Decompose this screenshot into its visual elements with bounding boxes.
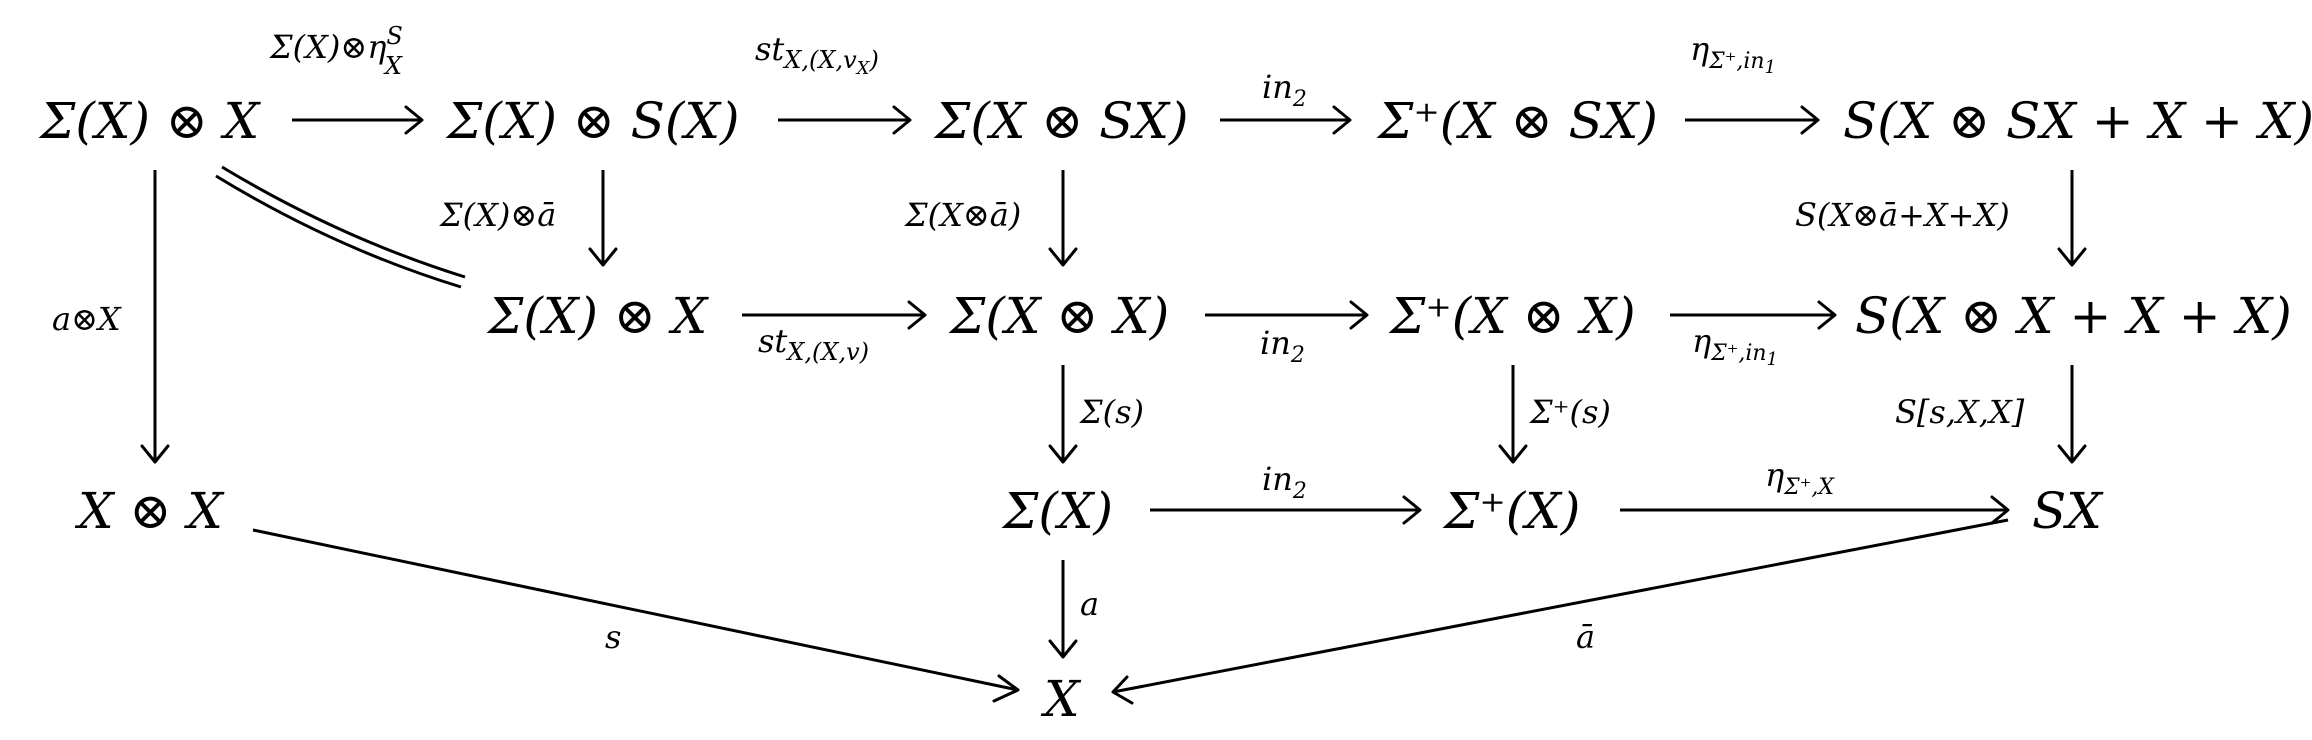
- label-a-tensor-x: a⊗X: [52, 300, 122, 338]
- arrow-top-2: [778, 105, 912, 135]
- arrow-down-s-x-tensor-a-bar: [2057, 170, 2087, 267]
- arrow-mid-3: [1670, 300, 1837, 330]
- arrow-top-4: [1685, 105, 1820, 135]
- arrow-down-a-tensor-x: [140, 170, 170, 464]
- node-s-of-x-tensor-sx-plus-x-plus-x: S(X ⊗ SX + X + X): [1843, 92, 2312, 150]
- arrow-down-sigma-x-tensor-a-bar: [588, 170, 618, 267]
- label-a: a: [1080, 585, 1099, 623]
- label-in2-bottom: in2: [1262, 460, 1307, 504]
- label-eta-sigma-plus-in1-top: ηΣ⁺,in1: [1690, 30, 1776, 78]
- label-in2-top: in2: [1262, 68, 1307, 112]
- arrow-down-sigma-s: [1048, 365, 1078, 464]
- arrow-top-1: [292, 105, 424, 135]
- node-sigma-plus-x-tensor-x: Σ⁺(X ⊗ X): [1388, 287, 1636, 345]
- node-sigma-x-tensor-x-top: Σ(X) ⊗ X: [38, 92, 262, 150]
- node-sigma-x-tensor-s-x: Σ(X) ⊗ S(X): [445, 92, 740, 150]
- node-sx: SX: [2032, 482, 2104, 540]
- arrow-down-s-bracket: [2057, 365, 2087, 464]
- node-s-of-x-tensor-x-plus-x-plus-x: S(X ⊗ X + X + X): [1855, 287, 2292, 345]
- arrow-bottom-2: [1620, 495, 2010, 525]
- label-sigma-s: Σ(s): [1079, 393, 1144, 431]
- arrow-down-sigma-plus-s: [1498, 365, 1528, 464]
- label-eta-sigma-plus-in1-middle: ηΣ⁺,in1: [1692, 322, 1778, 370]
- identity-double-line: [215, 165, 466, 289]
- arrow-mid-1: [742, 300, 927, 330]
- label-sigma-x-tensor-a-bar: Σ(X)⊗ā: [439, 196, 556, 234]
- node-x-bottom: X: [1040, 670, 1082, 728]
- arrow-down-sigma-x-tensor-a-bar-paren: [1048, 170, 1078, 267]
- label-eta-sigma-plus-x: ηΣ⁺,X: [1765, 456, 1835, 500]
- label-in2-middle: in2: [1260, 324, 1305, 368]
- label-st-x-x-v: stX,(X,v): [758, 322, 869, 366]
- arrow-bottom-1: [1150, 495, 1422, 525]
- label-s: s: [605, 618, 621, 656]
- arrow-diagonal-s: [252, 528, 1020, 703]
- arrow-down-a: [1048, 560, 1078, 659]
- label-s-x-tensor-a-bar-plus: S(X⊗ā+X+X): [1795, 196, 2010, 234]
- node-x-tensor-x: X ⊗ X: [74, 482, 225, 540]
- node-sigma-x: Σ(X): [1001, 482, 1113, 540]
- label-sigma-plus-s: Σ⁺(s): [1529, 393, 1611, 431]
- node-sigma-x-tensor-sx: Σ(X ⊗ SX): [933, 92, 1189, 150]
- node-sigma-plus-x-tensor-sx: Σ⁺(X ⊗ SX): [1376, 92, 1658, 150]
- label-st-x-x-vx: stX,(X,vX): [755, 30, 879, 79]
- arrow-diagonal-a-bar: [1111, 518, 2009, 705]
- label-sigma-x-tensor-a-bar-paren: Σ(X⊗ā): [904, 196, 1021, 234]
- arrow-top-3: [1220, 105, 1352, 135]
- node-sigma-plus-x: Σ⁺(X): [1442, 482, 1580, 540]
- node-sigma-x-tensor-x-middle: Σ(X) ⊗ X: [486, 287, 710, 345]
- label-a-bar: ā: [1576, 618, 1595, 656]
- arrow-mid-2: [1205, 300, 1369, 330]
- node-sigma-x-tensor-x-paren: Σ(X ⊗ X): [948, 287, 1169, 345]
- label-s-bracket-s-x-x: S[s,X,X]: [1895, 393, 2025, 431]
